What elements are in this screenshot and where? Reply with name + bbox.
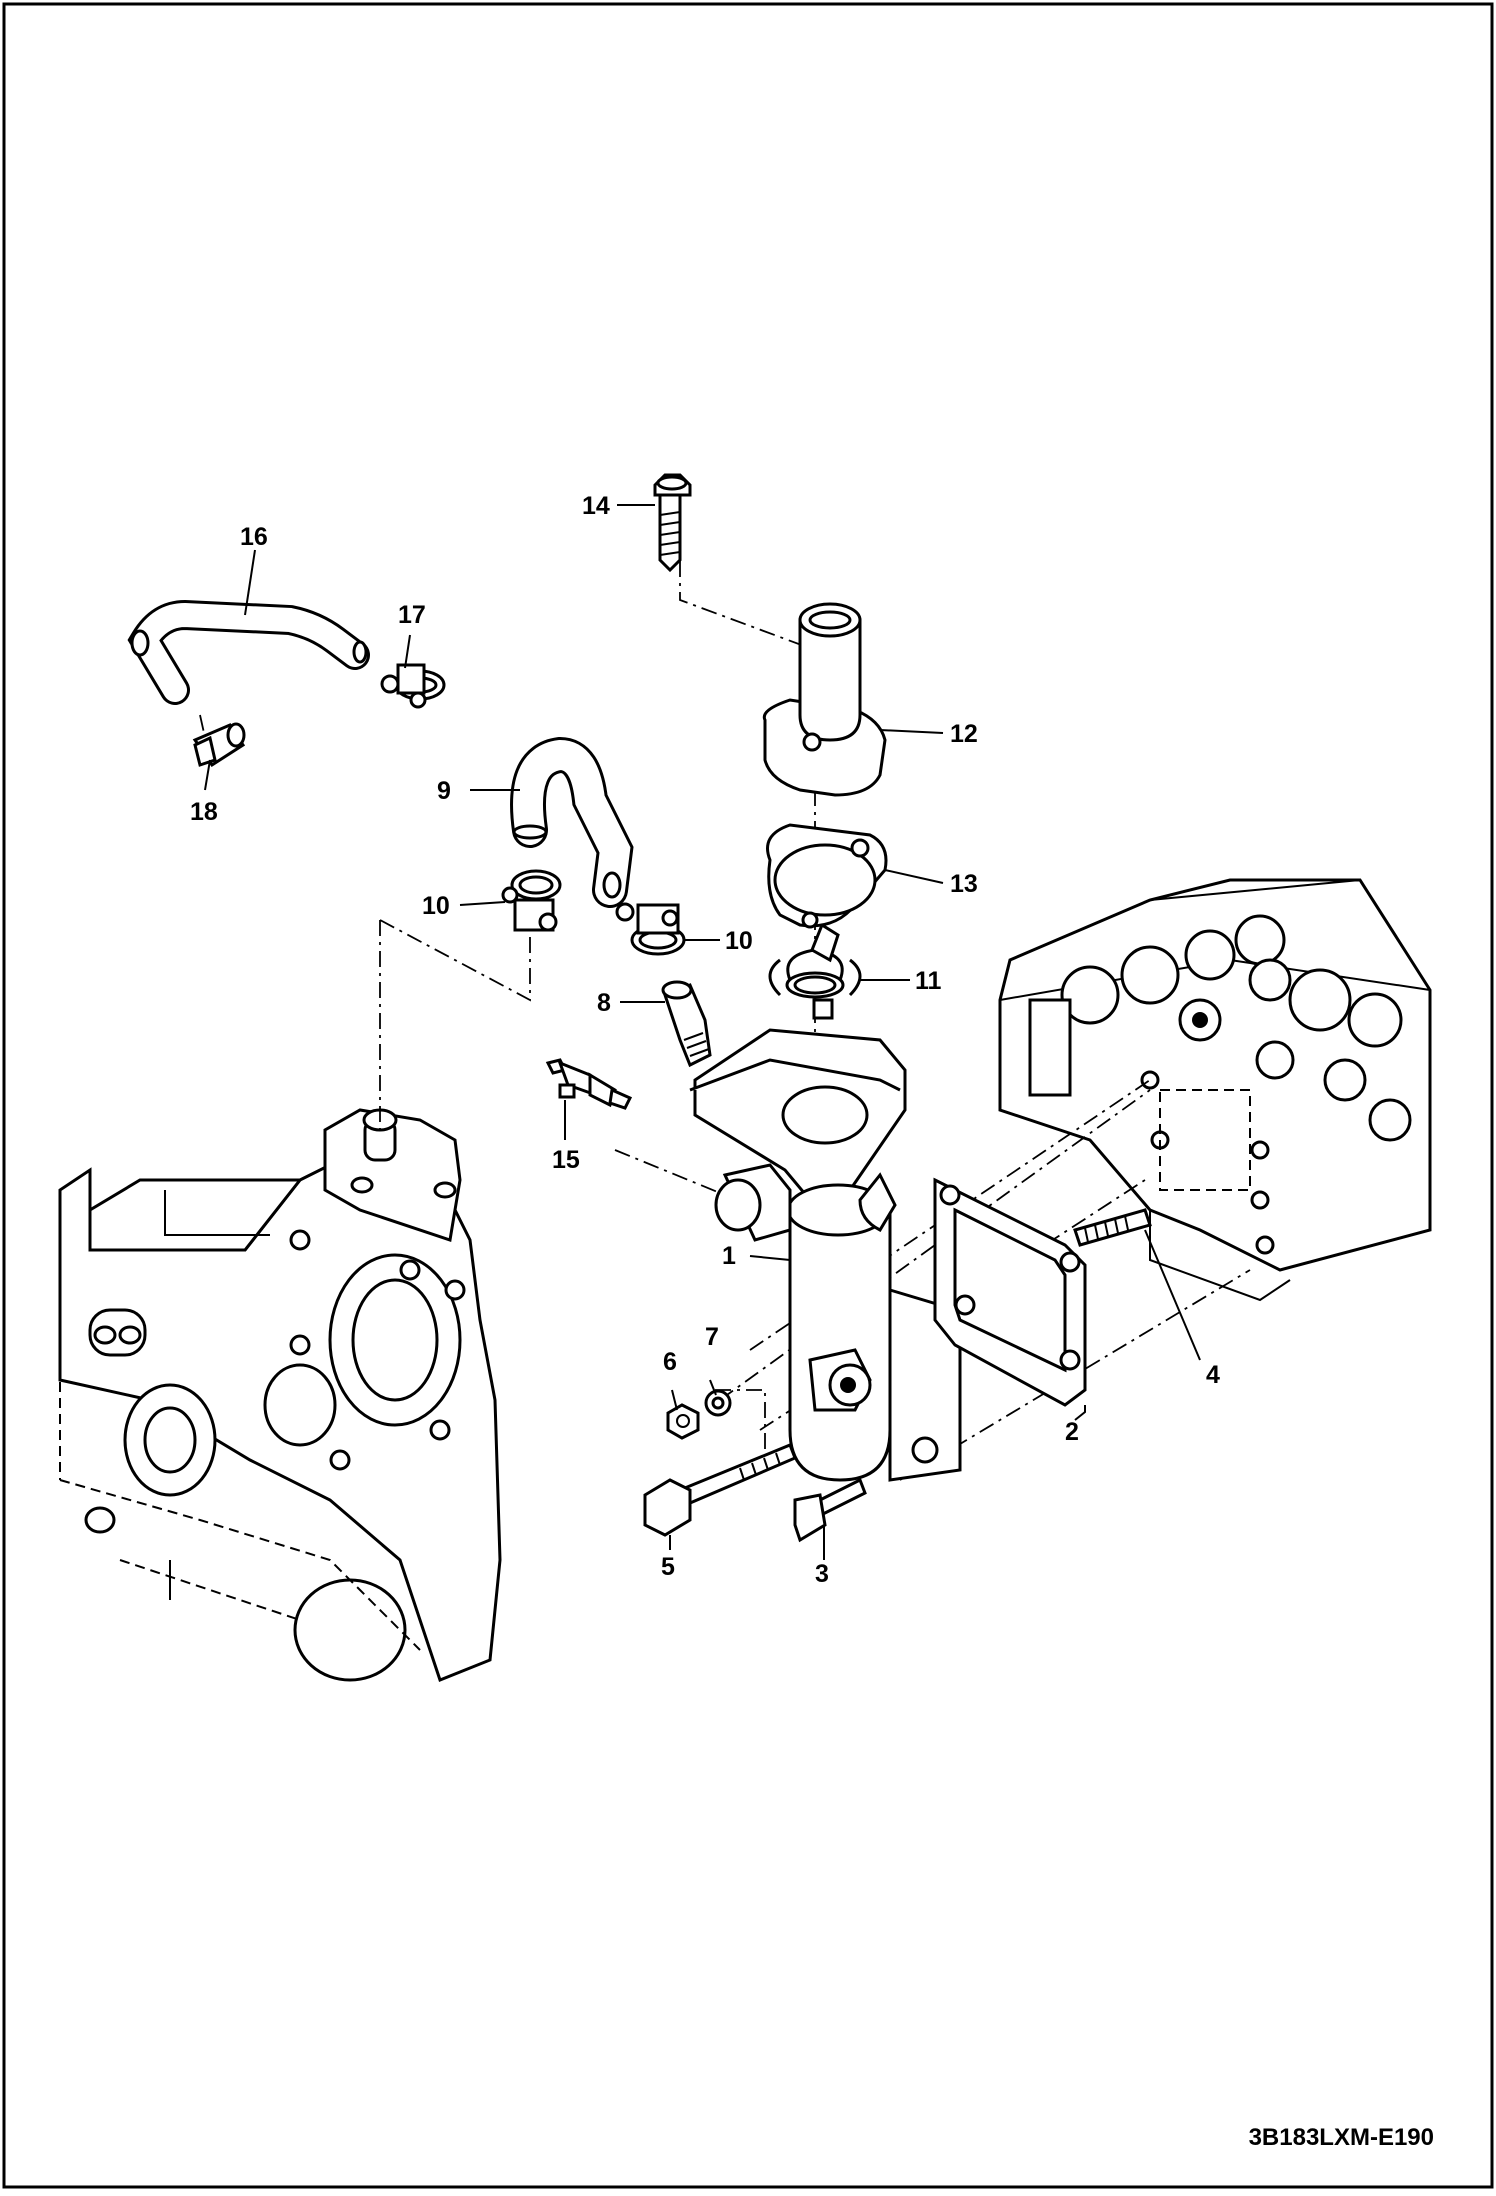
callout-1: 1 (722, 1242, 736, 1270)
hose-clamp-part-10-right (615, 902, 686, 956)
engine-block-illustration (58, 1108, 502, 1682)
water-outlet-part-12 (762, 602, 887, 797)
hose-clamp-part-17 (380, 663, 446, 709)
bolt-part-3 (793, 1477, 867, 1543)
fitting-part-18 (192, 722, 246, 768)
callout-12: 12 (950, 720, 978, 748)
bolt-part-14 (653, 473, 692, 573)
callout-11: 11 (915, 967, 942, 995)
callout-10-left: 10 (422, 892, 450, 920)
callout-labels: 1 2 3 4 5 6 7 8 9 10 10 11 12 13 14 15 1… (190, 492, 1220, 1588)
fitting-part-8 (661, 980, 712, 1068)
hose-part-9 (510, 736, 634, 908)
pipe-part-16 (127, 599, 370, 705)
callout-14: 14 (582, 492, 610, 520)
callout-16: 16 (240, 523, 268, 551)
callout-leader-lines (204, 504, 1201, 1560)
stud-part-4 (1073, 1208, 1152, 1247)
hose-clamp-part-10-left (501, 869, 562, 932)
callout-10-right: 10 (725, 927, 753, 955)
callout-17: 17 (398, 601, 426, 629)
callout-13: 13 (950, 870, 978, 898)
cylinder-head-illustration (998, 878, 1432, 1302)
callout-15: 15 (552, 1146, 580, 1174)
drawing-code: 3B183LXM-E190 (1249, 2124, 1434, 2151)
callout-7: 7 (705, 1323, 719, 1351)
temperature-sensor-part-15 (545, 1058, 633, 1110)
callout-6: 6 (663, 1348, 677, 1376)
washer-part-7 (704, 1389, 732, 1417)
callout-4: 4 (1206, 1361, 1220, 1389)
callout-9: 9 (437, 777, 451, 805)
gasket-part-13 (766, 823, 888, 929)
thermostat-housing-part-1 (689, 1028, 962, 1482)
callout-5: 5 (661, 1553, 675, 1581)
thermostat-part-11 (768, 922, 862, 1020)
nut-part-6 (666, 1403, 700, 1440)
callout-8: 8 (597, 989, 611, 1017)
callout-3: 3 (815, 1560, 829, 1588)
gasket-part-2 (933, 1177, 1087, 1407)
callout-18: 18 (190, 798, 218, 826)
bolt-part-5 (643, 1443, 797, 1537)
callout-2: 2 (1065, 1418, 1079, 1446)
